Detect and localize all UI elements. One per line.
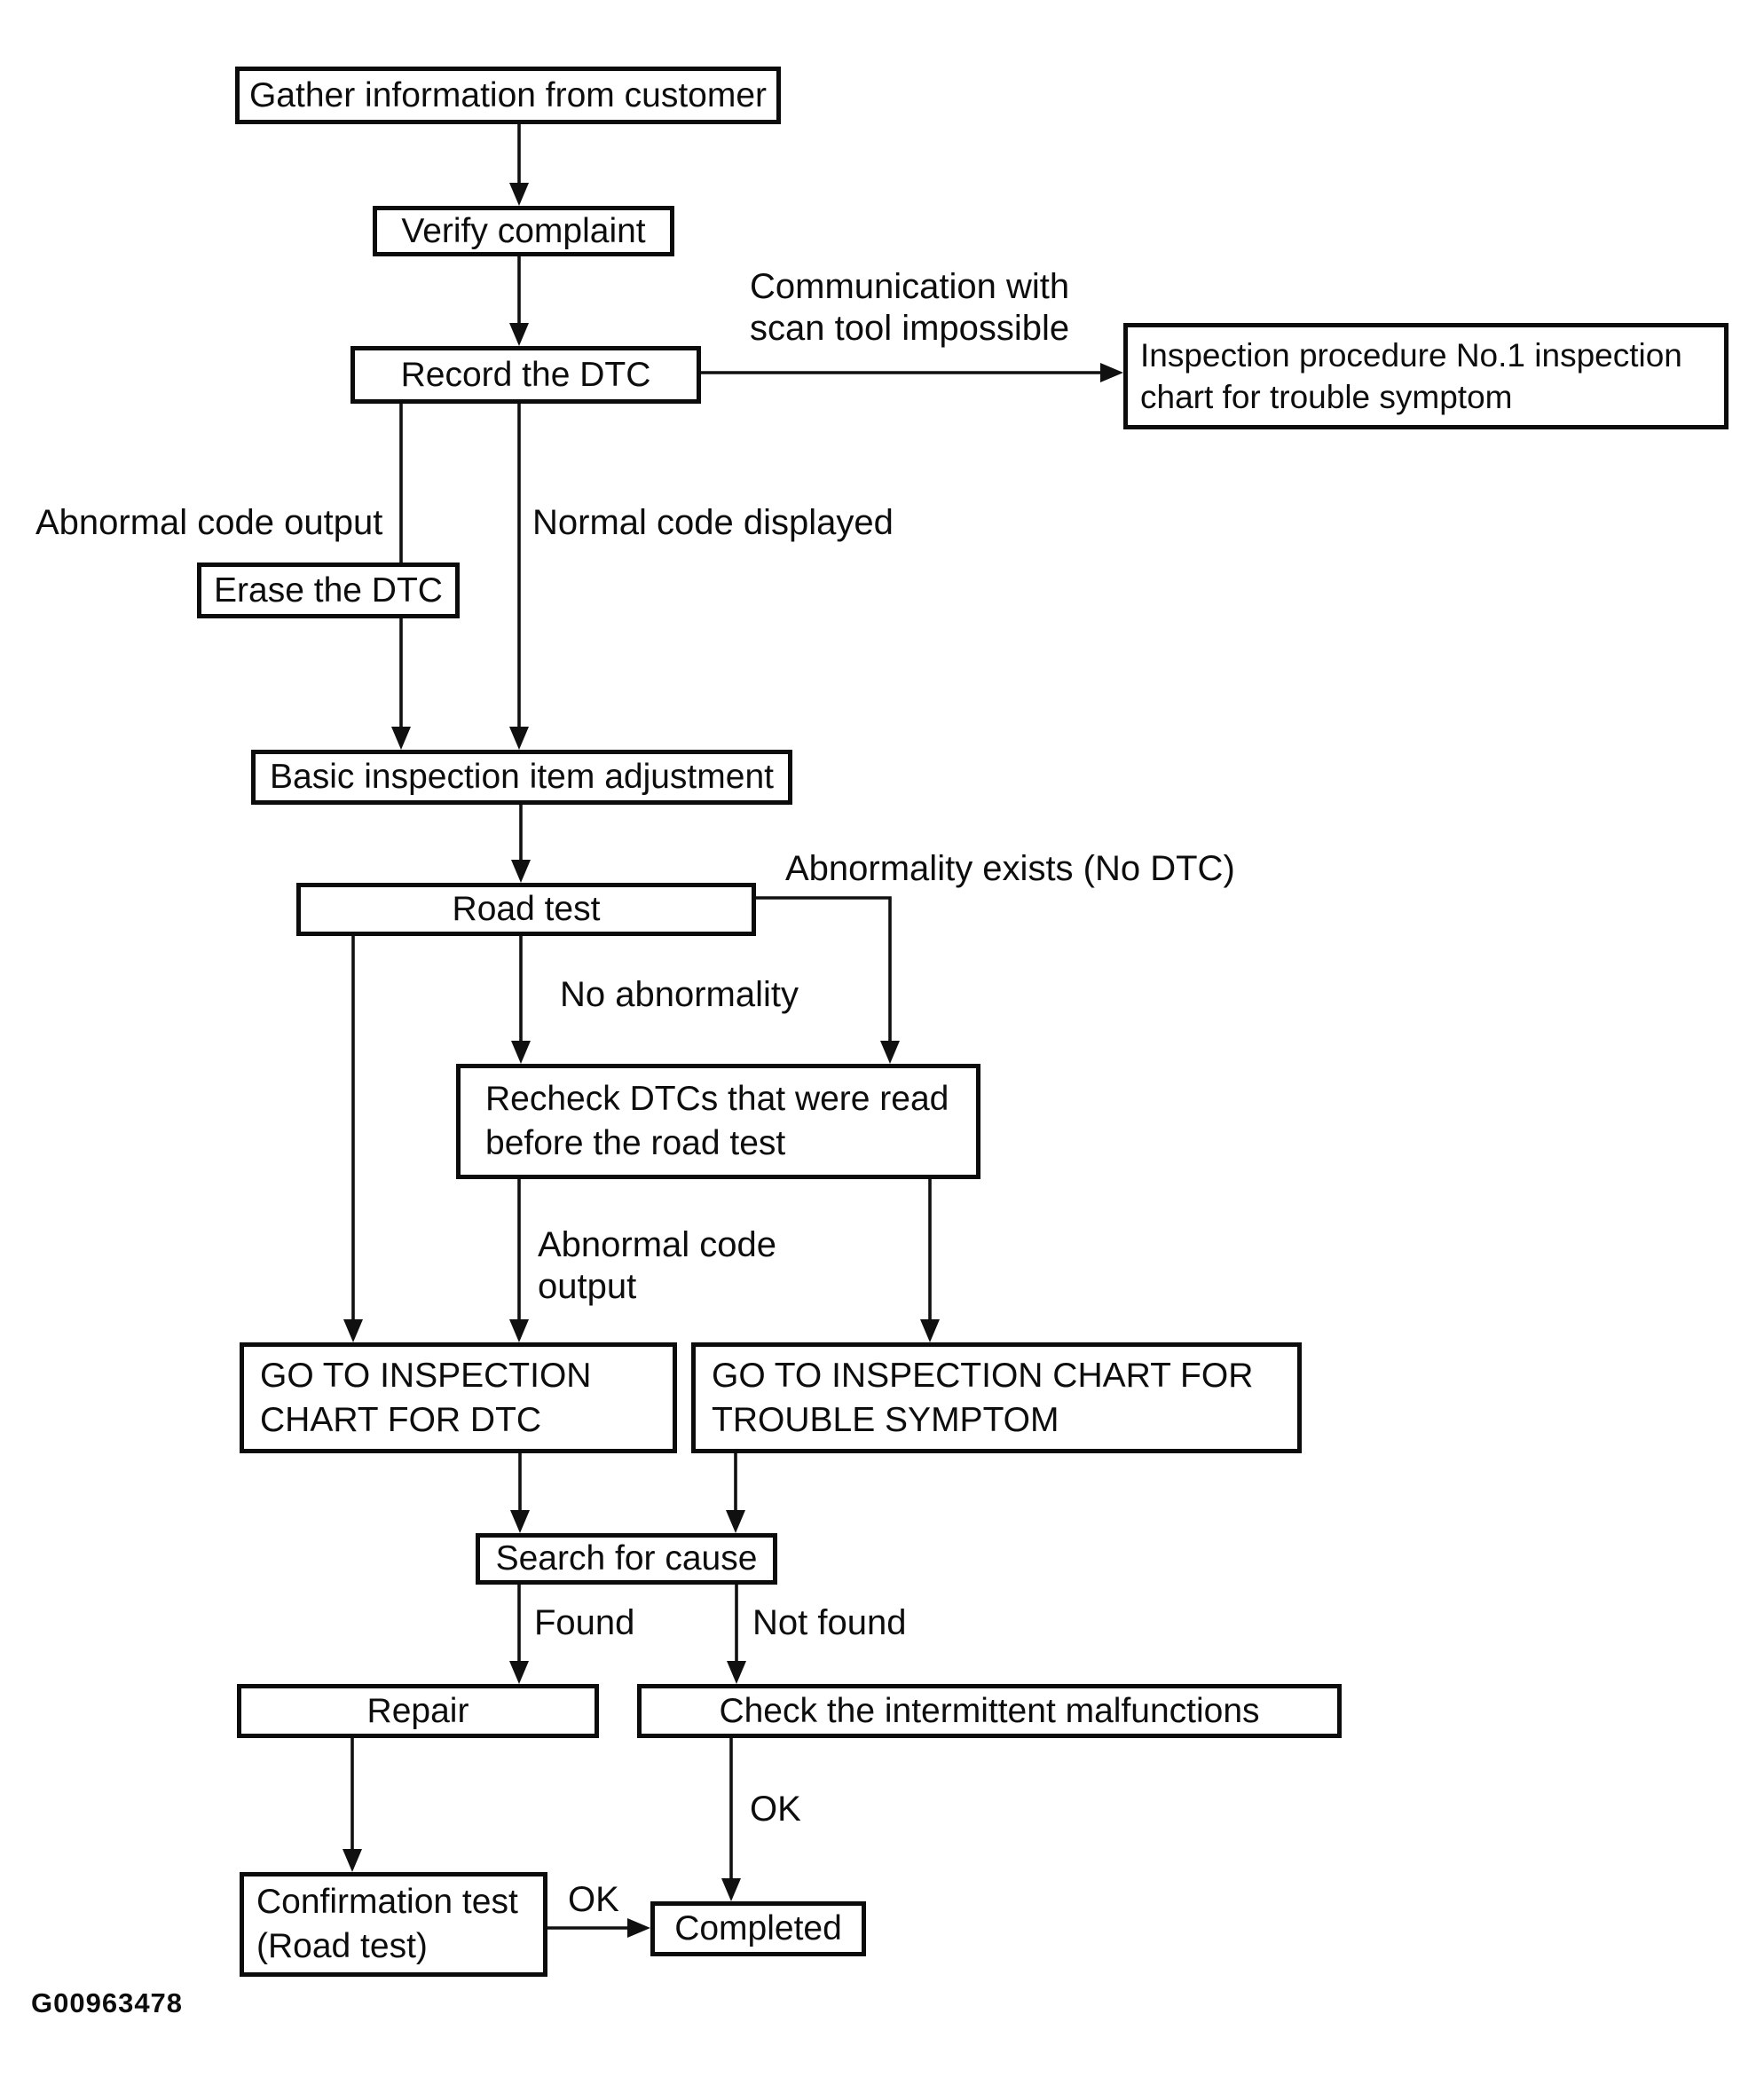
node-verify-complaint: Verify complaint [373,206,674,256]
edge-road-to-recheck-right [756,896,900,1064]
node-confirmation-test: Confirmation test (Road test) [240,1872,547,1977]
label-abnormal-code-output: Abnormal code output [35,503,383,542]
node-label-line1: GO TO INSPECTION CHART FOR [712,1356,1254,1395]
node-record-dtc: Record the DTC [350,346,701,404]
label-line1: Abnormal code [538,1225,777,1264]
node-repair: Repair [237,1684,599,1738]
edge-search-to-repair [509,1585,529,1684]
edge-goto-dtc-to-search [510,1453,530,1533]
node-search-for-cause: Search for cause [476,1533,777,1585]
edge-search-to-check [727,1585,746,1684]
label-line2: output [538,1267,637,1307]
edge-verify-to-record [509,256,529,346]
node-completed: Completed [650,1901,866,1956]
edge-record-to-inspection-no1 [701,363,1123,382]
node-label-line2: TROUBLE SYMPTOM [712,1400,1059,1439]
node-label-line1: GO TO INSPECTION [260,1356,592,1395]
edge-road-to-recheck-center [511,936,531,1064]
edge-record-to-basic [509,404,529,750]
node-label: Check the intermittent malfunctions [719,1691,1260,1730]
node-label: Record the DTC [400,355,651,394]
node-label: Repair [366,1691,469,1730]
edge-repair-to-confirmation [343,1738,362,1872]
figure-id: G00963478 [31,1987,184,2018]
label-not-found: Not found [752,1603,907,1642]
edge-recheck-to-goto-symptom [920,1179,940,1342]
label-normal-code-displayed: Normal code displayed [532,503,894,542]
node-road-test: Road test [296,883,756,936]
node-inspection-procedure-no1: Inspection procedure No.1 inspection cha… [1123,323,1729,429]
node-label: Erase the DTC [214,570,443,610]
node-gather-information: Gather information from customer [235,67,781,124]
node-label: Gather information from customer [248,75,768,114]
label-abnormal-code-output-2: Abnormal code output [538,1224,776,1308]
edge-road-to-goto-dtc [343,936,363,1342]
edge-gather-to-verify [509,124,529,206]
node-label: Road test [452,890,601,929]
edge-check-to-completed [721,1738,741,1901]
node-label-line2: before the road test [485,1124,786,1162]
node-label-line1: Inspection procedure No.1 inspection [1140,336,1682,374]
label-line1: Communication with [750,267,1070,306]
node-check-intermittent: Check the intermittent malfunctions [637,1684,1342,1738]
node-basic-inspection: Basic inspection item adjustment [251,750,792,805]
node-label: Verify complaint [401,211,646,250]
node-label: Search for cause [495,1539,758,1578]
node-erase-dtc: Erase the DTC [197,563,460,618]
node-recheck-dtcs: Recheck DTCs that were read before the r… [456,1064,980,1179]
edge-recheck-to-goto-dtc [509,1179,529,1342]
node-label: Basic inspection item adjustment [270,758,774,797]
label-found: Found [534,1603,635,1642]
label-no-abnormality: No abnormality [560,975,799,1014]
label-line2: scan tool impossible [750,309,1070,349]
label-abnormality-exists: Abnormality exists (No DTC) [785,849,1235,888]
node-goto-inspection-chart-symptom: GO TO INSPECTION CHART FOR TROUBLE SYMPT… [691,1342,1302,1453]
node-label-line2: CHART FOR DTC [260,1400,542,1439]
edge-basic-to-road [511,805,531,883]
node-label-line1: Recheck DTCs that were read [485,1080,949,1119]
node-goto-inspection-chart-dtc: GO TO INSPECTION CHART FOR DTC [240,1342,677,1453]
edge-confirmation-to-completed [547,1918,650,1938]
node-label-line1: Confirmation test [256,1883,518,1922]
node-label: Completed [674,1909,842,1948]
label-ok-confirmation: OK [568,1880,619,1919]
node-label-line2: chart for trouble symptom [1140,379,1513,415]
label-communication-impossible: Communication with scan tool impossible [750,266,1069,350]
edge-goto-symptom-to-search [726,1453,745,1533]
node-label-line2: (Road test) [256,1927,428,1965]
label-ok-intermittent: OK [750,1790,801,1829]
